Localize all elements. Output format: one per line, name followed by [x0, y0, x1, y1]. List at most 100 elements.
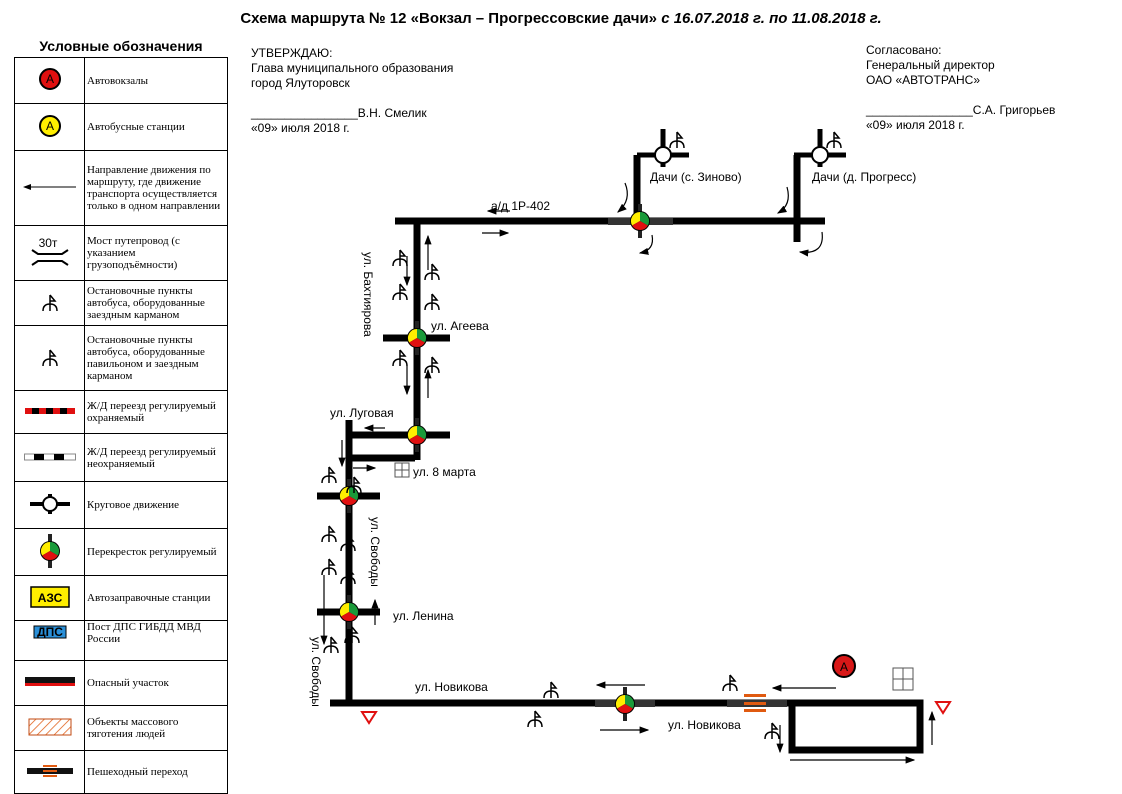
legend-label: Опасный участок — [84, 660, 228, 706]
one-way-arrow-icon — [22, 183, 76, 190]
roundabout-icon — [794, 129, 846, 167]
bus-stop-icon — [722, 674, 738, 692]
label-lenina: ул. Ленина — [393, 609, 454, 623]
label-svobody: ул. Свободы — [368, 517, 382, 587]
bus-terminal-icon: А — [832, 654, 856, 678]
traffic-light-icon — [630, 204, 650, 238]
bus-station-icon: А — [38, 114, 61, 137]
pedestrian-crossing-icon — [744, 694, 766, 712]
agreement-date: «09» июля 2018 г. — [866, 118, 965, 132]
bus-stop-icon — [543, 681, 559, 699]
traffic-signal-box-icon — [394, 462, 410, 478]
road-novikova — [330, 699, 924, 754]
yield-sign-icon — [360, 711, 378, 725]
label-bakhtiyarova: ул. Бахтиярова — [361, 252, 375, 337]
agreement-signature: ________________С.А. Григорьев — [866, 103, 1056, 117]
symbol-text: А — [45, 119, 53, 133]
label-dachi-progress: Дачи (д. Прогресс) — [812, 170, 916, 184]
approval-signature: ________________В.Н. Смелик — [251, 106, 427, 120]
symbol-text: ДПС — [37, 625, 63, 639]
roundabout-icon — [637, 129, 689, 167]
bus-terminal-icon: А — [38, 68, 61, 90]
legend-label: Пост ДПС ГИБДД МВД России — [84, 620, 228, 661]
bus-stop-icon — [392, 283, 408, 301]
bus-stop-icon — [669, 131, 685, 149]
roundabout-icon — [29, 493, 70, 514]
bus-stop-icon — [826, 131, 842, 149]
legend-row: Остановочные пункты автобуса, оборудован… — [14, 280, 228, 326]
agreement-heading: Согласовано: — [866, 43, 942, 57]
bus-stop-icon — [392, 349, 408, 367]
legend-label: Направление движения по маршруту, где дв… — [84, 150, 228, 226]
agreement-position: Генеральный директор — [866, 58, 995, 72]
bridge-icon: 30т — [30, 236, 69, 266]
unguarded-rail-crossing-icon — [23, 453, 76, 460]
terminal-letter: А — [840, 660, 848, 674]
label-ageeva: ул. Агеева — [431, 319, 489, 333]
label-ad-1r-402: а/д 1Р-402 — [491, 199, 550, 213]
legend-row: А Автобусные станции — [14, 103, 228, 151]
bus-stop-icon — [527, 710, 543, 728]
label-lugovaya: ул. Луговая — [330, 406, 394, 420]
direction-arrows — [320, 207, 936, 764]
traffic-light-icon — [407, 321, 427, 355]
legend-row: ДПС Пост ДПС ГИБДД МВД России — [14, 620, 228, 661]
police-post-icon: ДПС — [33, 625, 66, 639]
label-dachi-zinovo: Дачи (с. Зиново) — [650, 170, 742, 184]
legend-label: Объекты массового тяготения людей — [84, 705, 228, 751]
traffic-light-icon — [339, 479, 359, 513]
symbol-text: А — [45, 72, 53, 86]
symbol-text: АЗС — [37, 591, 62, 605]
title-period: с 16.07.2018 г. по 11.08.2018 г. — [661, 10, 882, 27]
legend-row: Опасный участок — [14, 660, 228, 706]
bus-stop-icon — [340, 534, 356, 552]
bus-stop-icon — [424, 356, 440, 374]
approval-position: Глава муниципального образования — [251, 61, 454, 75]
symbol-text: 30т — [38, 237, 57, 250]
bus-stop-pavilion-icon — [41, 349, 58, 366]
traffic-signal-box-icon — [892, 667, 914, 691]
traffic-light-icon — [615, 687, 635, 721]
bus-stop-icon — [340, 567, 356, 585]
legend-row: АЗС Автозаправочные станции — [14, 575, 228, 621]
legend-row: Объекты массового тяготения людей — [14, 705, 228, 751]
roads — [317, 155, 924, 754]
traffic-light-icon — [407, 418, 427, 452]
title-route: Схема маршрута № 12 «Вокзал – Прогрессов… — [240, 10, 658, 27]
bus-stop-icon — [323, 636, 339, 654]
legend-label: Автобусные станции — [84, 103, 228, 151]
bus-stop-icon — [424, 263, 440, 281]
agreement-org: ОАО «АВТОТРАНС» — [866, 73, 981, 87]
legend-row: Пешеходный переход — [14, 750, 228, 794]
legend-label: Мост путепровод (с указанием грузоподъём… — [84, 225, 228, 281]
legend-label: Остановочные пункты автобуса, оборудован… — [84, 280, 228, 326]
bus-stop-icon — [392, 249, 408, 267]
guarded-rail-crossing-icon — [24, 408, 75, 414]
label-novikova: ул. Новикова — [415, 680, 488, 694]
pedestrian-crossing-icon — [26, 764, 73, 777]
page-title: Схема маршрута № 12 «Вокзал – Прогрессов… — [0, 10, 1122, 27]
turn-arrows — [617, 182, 823, 257]
legend-label: Круговое движение — [84, 481, 228, 529]
bus-stop-icon — [424, 293, 440, 311]
legend-label: Перекресток регулируемый — [84, 528, 228, 576]
yield-sign-icon — [934, 701, 952, 715]
approval-heading: УТВЕРЖДАЮ: — [251, 46, 333, 60]
bus-stop-pocket-icon — [41, 294, 58, 311]
road-dachi — [633, 155, 801, 242]
approval-date: «09» июля 2018 г. — [251, 121, 350, 135]
dangerous-section-icon — [24, 676, 75, 686]
traffic-light-icon — [339, 595, 359, 629]
legend-row: Направление движения по маршруту, где дв… — [14, 150, 228, 226]
bus-stop-icon — [321, 558, 337, 576]
legend-label: Автозаправочные станции — [84, 575, 228, 621]
label-novikova-2: ул. Новикова — [668, 718, 741, 732]
legend-row: Круговое движение — [14, 481, 228, 529]
bus-stop-icon — [321, 525, 337, 543]
approval-block: УТВЕРЖДАЮ: Глава муниципального образова… — [251, 46, 453, 136]
bus-stop-icon — [764, 722, 780, 740]
agreement-block: Согласовано: Генеральный директор ОАО «А… — [866, 43, 1055, 133]
bus-stop-icon — [321, 466, 337, 484]
